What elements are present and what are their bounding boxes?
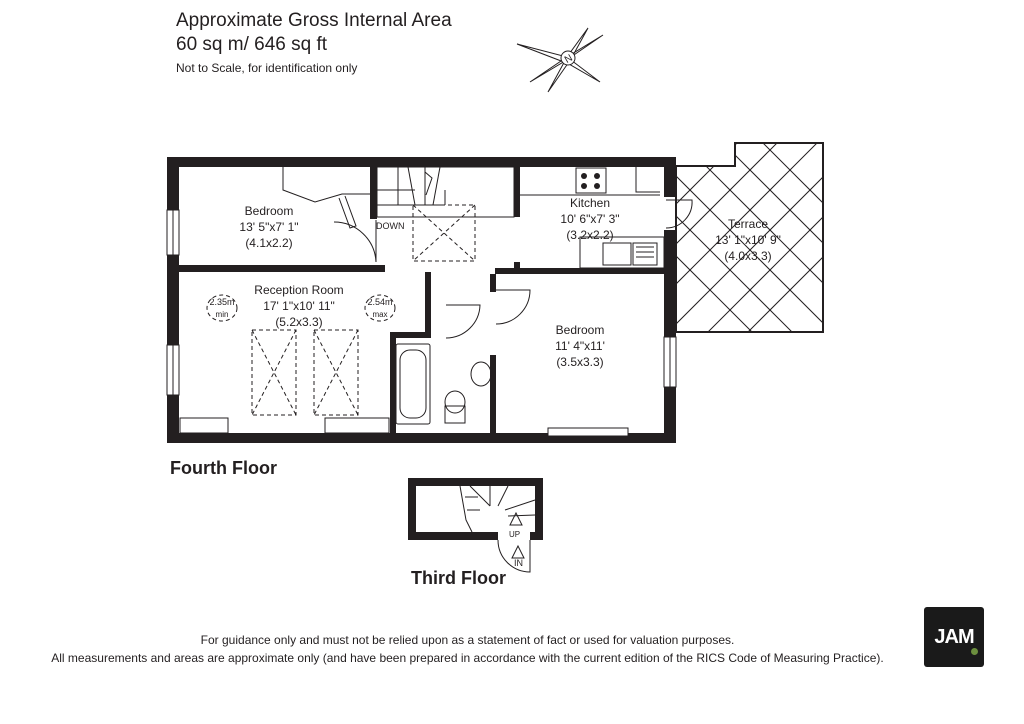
svg-text:13' 5"x7' 1": 13' 5"x7' 1" bbox=[239, 220, 298, 234]
jam-logo: JAM bbox=[924, 607, 984, 667]
svg-text:17' 1"x10' 11": 17' 1"x10' 11" bbox=[263, 299, 335, 313]
doors bbox=[333, 199, 693, 339]
svg-text:max: max bbox=[372, 310, 387, 319]
floor-label-fourth: Fourth Floor bbox=[170, 458, 277, 478]
svg-text:Bedroom: Bedroom bbox=[245, 204, 294, 218]
svg-text:Terrace: Terrace bbox=[728, 217, 768, 231]
terrace-area bbox=[676, 143, 823, 332]
reception-skylights bbox=[251, 329, 359, 416]
area-value: 60 sq m/ 646 sq ft bbox=[176, 34, 328, 55]
skylight-stairs bbox=[412, 204, 476, 262]
ceiling-max-marker: 2.54m max bbox=[364, 294, 396, 322]
room-label-bedroom-2: Bedroom 11' 4"x11' (3.5x3.3) bbox=[555, 323, 605, 369]
inner-walls bbox=[179, 167, 664, 433]
svg-text:(3.2x2.2): (3.2x2.2) bbox=[566, 228, 613, 242]
disclaimer-line-1: For guidance only and must not be relied… bbox=[200, 633, 735, 647]
windows bbox=[166, 209, 677, 437]
logo-text: JAM bbox=[934, 625, 974, 648]
floor-label-third: Third Floor bbox=[411, 568, 506, 588]
svg-text:13' 1"x10' 9": 13' 1"x10' 9" bbox=[715, 233, 781, 247]
stairs-down-label: DOWN bbox=[376, 221, 405, 231]
room-label-kitchen: Kitchen 10' 6"x7' 3" (3.2x2.2) bbox=[560, 196, 619, 242]
svg-text:2.35m: 2.35m bbox=[209, 297, 234, 307]
room-label-terrace: Terrace 13' 1"x10' 9" (4.0x3.3) bbox=[715, 217, 781, 263]
svg-text:(5.2x3.3): (5.2x3.3) bbox=[275, 315, 322, 329]
area-title: Approximate Gross Internal Area bbox=[176, 10, 452, 31]
room-label-bedroom-1: Bedroom 13' 5"x7' 1" (4.1x2.2) bbox=[239, 204, 298, 250]
svg-text:Reception Room: Reception Room bbox=[254, 283, 343, 297]
third-floor-plan: UP IN bbox=[408, 478, 543, 573]
kitchen-fittings bbox=[520, 167, 665, 269]
svg-text:2.54m: 2.54m bbox=[367, 297, 392, 307]
compass-icon: N bbox=[516, 27, 604, 93]
svg-text:11' 4"x11': 11' 4"x11' bbox=[555, 339, 605, 353]
svg-text:Kitchen: Kitchen bbox=[570, 196, 610, 210]
scale-note: Not to Scale, for identification only bbox=[176, 61, 358, 75]
svg-text:(4.1x2.2): (4.1x2.2) bbox=[245, 236, 292, 250]
ceiling-min-marker: 2.35m min bbox=[206, 294, 238, 322]
entrance-in-label: IN bbox=[514, 558, 523, 568]
svg-text:Bedroom: Bedroom bbox=[556, 323, 605, 337]
bathroom-fittings bbox=[395, 343, 492, 425]
stairs-up-label: UP bbox=[509, 530, 520, 539]
svg-text:(3.5x3.3): (3.5x3.3) bbox=[556, 355, 603, 369]
svg-text:min: min bbox=[216, 310, 229, 319]
svg-text:(4.0x3.3): (4.0x3.3) bbox=[724, 249, 771, 263]
wardrobe bbox=[282, 167, 370, 229]
svg-text:10' 6"x7' 3": 10' 6"x7' 3" bbox=[560, 212, 619, 226]
logo-dot-icon bbox=[971, 648, 978, 655]
compass-letter: N bbox=[563, 53, 575, 66]
room-label-reception: Reception Room 17' 1"x10' 11" (5.2x3.3) bbox=[254, 283, 343, 329]
staircase bbox=[376, 166, 515, 218]
disclaimer-line-2: All measurements and areas are approxima… bbox=[51, 651, 884, 665]
